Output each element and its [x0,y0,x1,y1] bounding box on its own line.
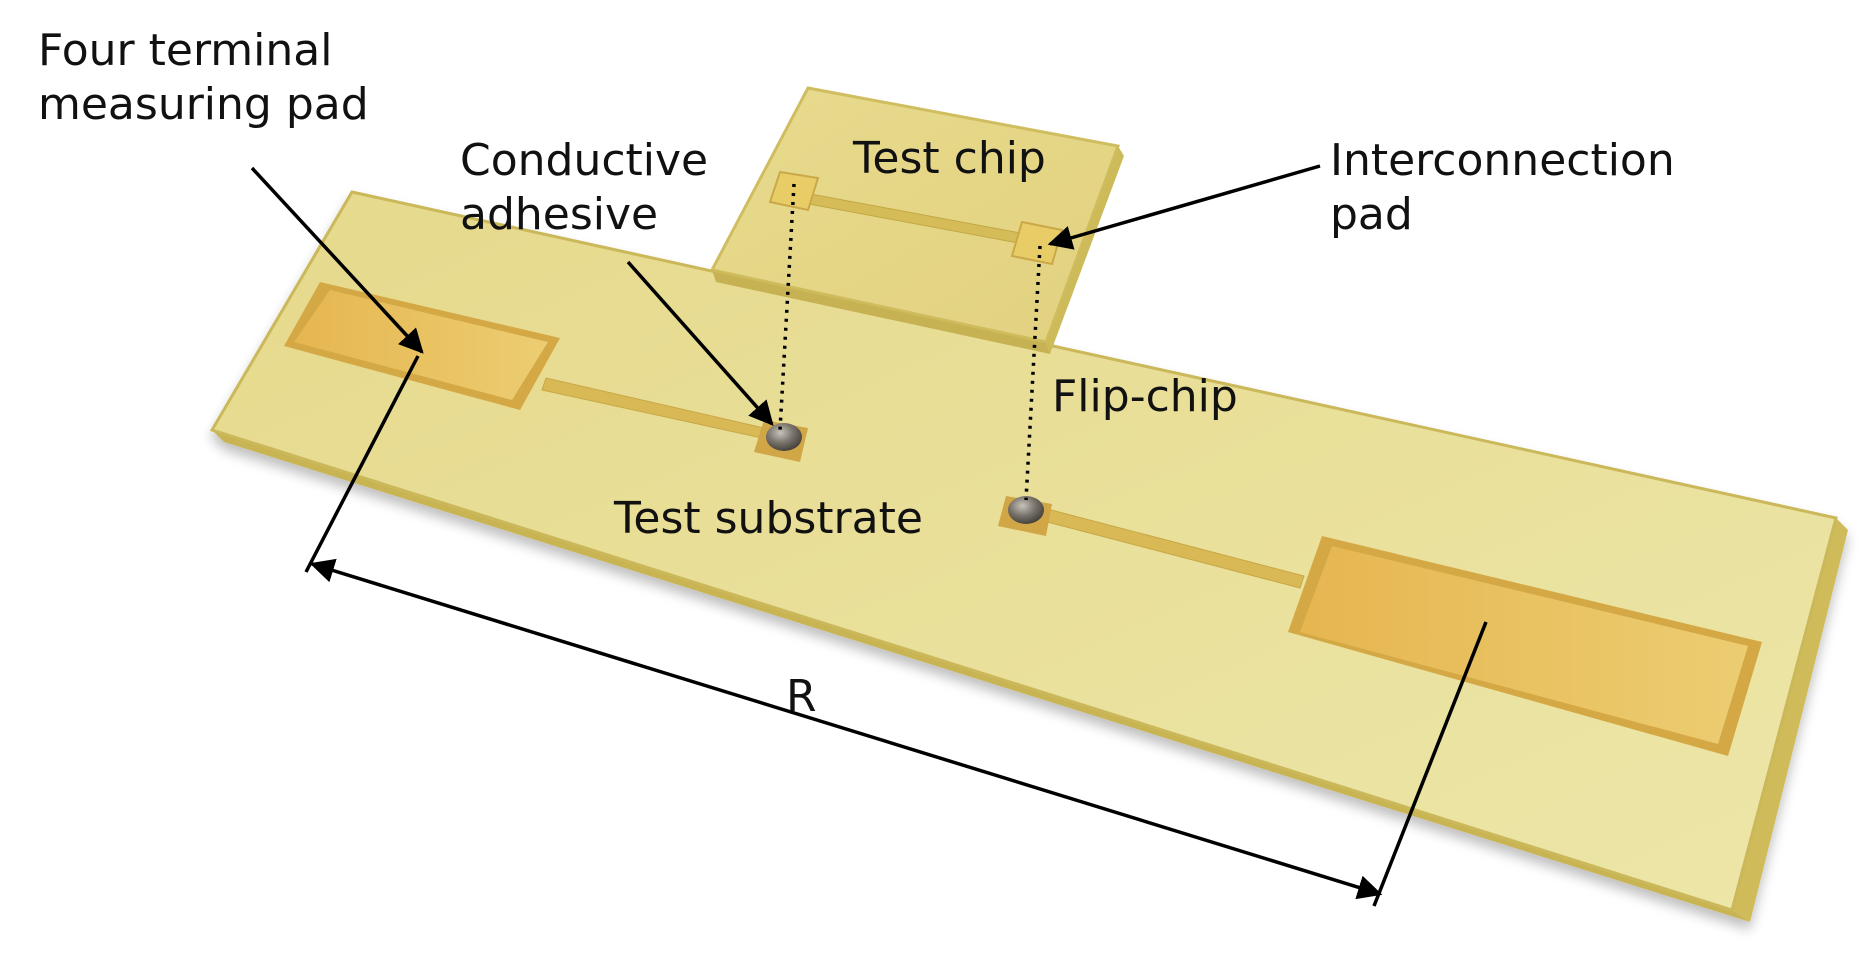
right-adhesive-bump [1008,496,1044,524]
dimension-extension-left [304,355,420,573]
label-test-substrate: Test substrate [614,493,923,544]
leader-interconnection-pad [1047,164,1321,250]
dimension-extension-right [1372,621,1488,907]
label-flip-chip: Flip-chip [1052,371,1238,422]
leader-conductive-adhesive [626,260,774,426]
dimension-arrow [309,558,1383,900]
label-conductive-adhesive: Conductive adhesive [460,135,709,240]
leader-lines [250,164,1321,426]
test-chip [709,86,1124,354]
right-measuring-pad [1288,536,1762,756]
label-interconnection-pad: Interconnection pad [1330,135,1675,240]
right-alignment-line [1024,245,1042,501]
substrate-right-side [1732,518,1848,922]
label-four-terminal-measuring-pad: Four terminal measuring pad [38,25,369,130]
adhesive-bumps [766,423,1044,524]
test-chip-right-side [1046,146,1124,354]
chip-pad-left [768,170,820,212]
test-chip-side [712,270,1050,354]
resistance-dimension [304,355,1488,907]
alignment-lines [778,183,1042,501]
leader-four-terminal-pad [250,166,424,354]
substrate-top [209,190,1838,912]
left-adhesive-bump [766,423,802,451]
label-test-chip: Test chip [853,133,1046,184]
label-resistance: R [786,671,817,722]
